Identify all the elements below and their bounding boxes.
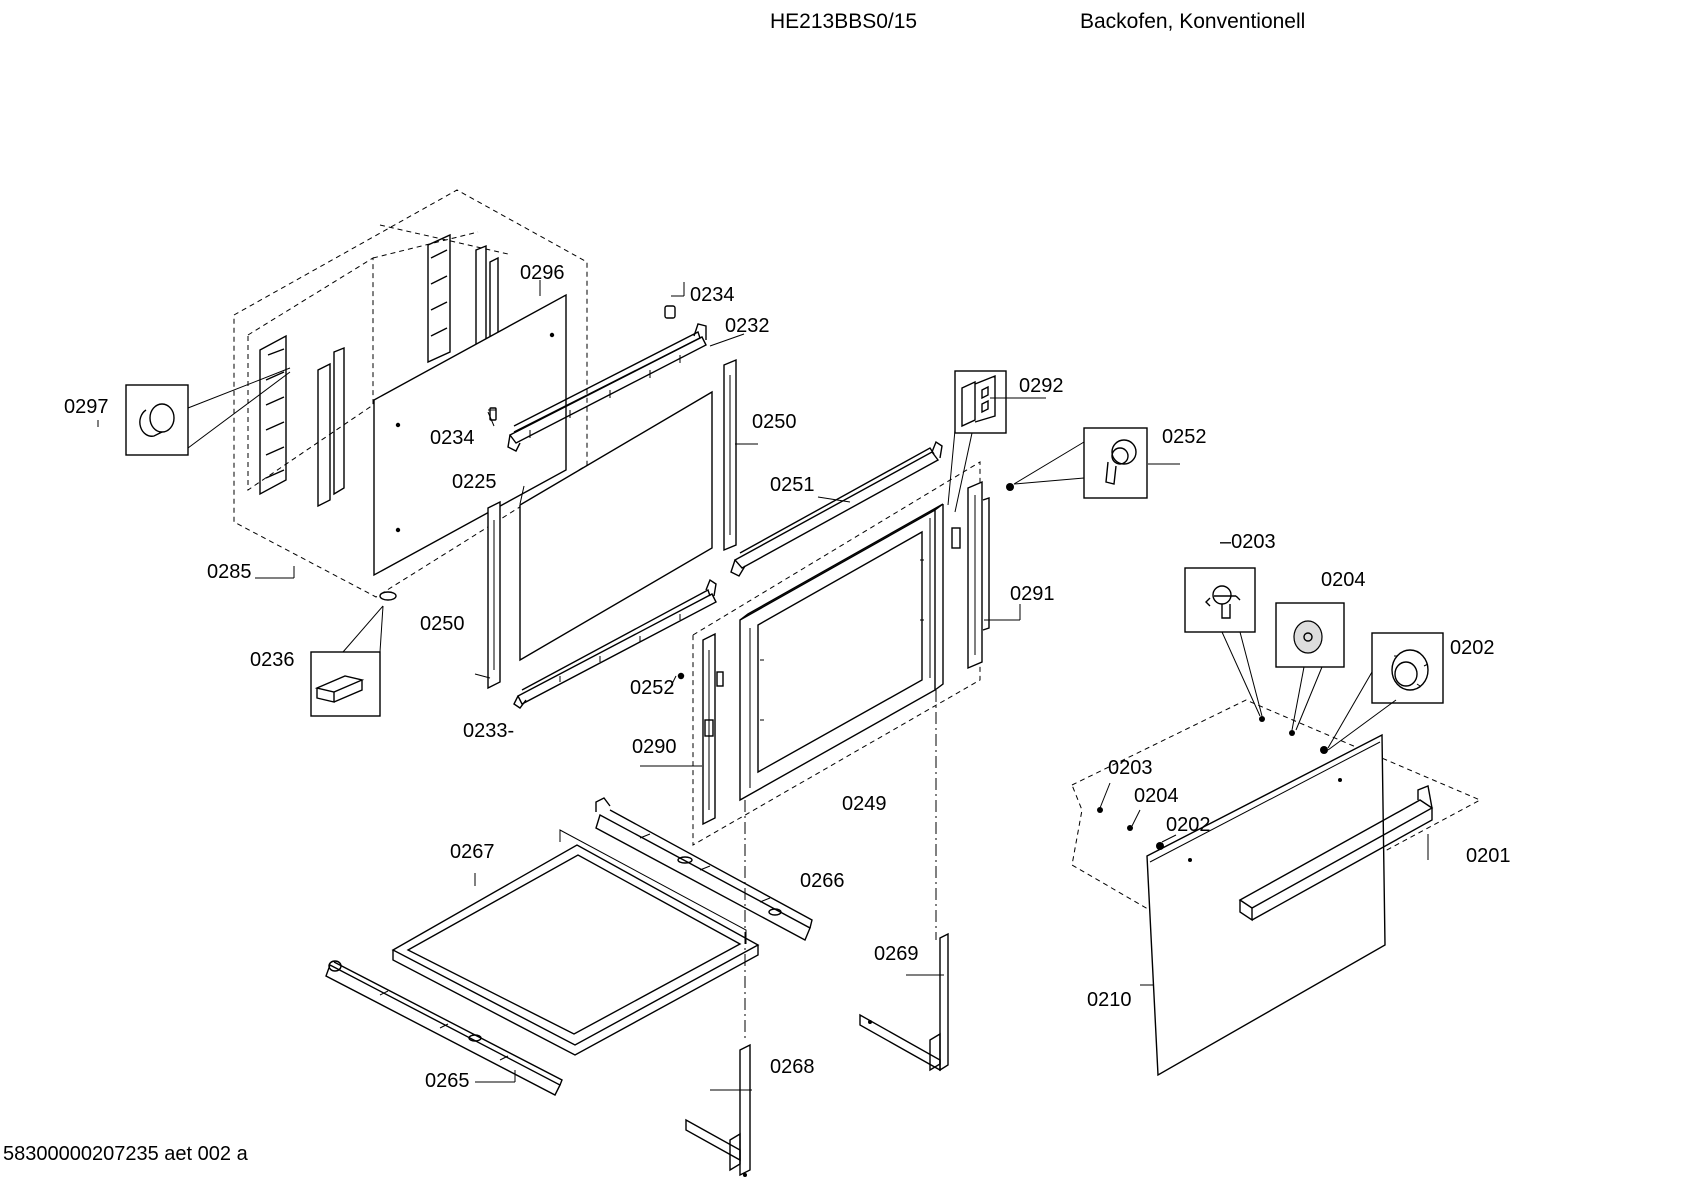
label-0267: 0267 [450, 841, 495, 863]
model-number: HE213BBS0/15 [770, 10, 918, 33]
part-0269-bracket [859, 932, 949, 1072]
label-0204: 0204 [1134, 785, 1179, 807]
leader-lines [255, 280, 1177, 1091]
label-0252: 0252 [1162, 426, 1207, 448]
part-0202-inset [1327, 632, 1444, 751]
label-0290: 0290 [632, 736, 677, 758]
label-0202: 0202 [1166, 814, 1211, 836]
part-0266-rail [595, 797, 813, 941]
part-0232-rail [489, 305, 707, 452]
label-0285: 0285 [207, 561, 252, 583]
appliance-description: Backofen, Konventionell [1080, 10, 1306, 33]
label-0233: 0233- [463, 720, 514, 742]
document-id: 58300000207235 aet 002 a [3, 1143, 248, 1165]
label-0249: 0249 [842, 793, 887, 815]
label-0203: –0203 [1220, 531, 1276, 553]
label-0234: 0234 [430, 427, 475, 449]
label-0252: 0252 [630, 677, 675, 699]
part-0291-post [951, 480, 990, 670]
label-0268: 0268 [770, 1056, 815, 1078]
part-0250-profiles [487, 358, 737, 690]
label-0269: 0269 [874, 943, 919, 965]
frame-group-0249 [692, 440, 981, 846]
part-0292-inset [947, 370, 1007, 513]
part-0252-inset [677, 427, 1180, 680]
part-0297-inset [97, 367, 291, 456]
part-0268-bracket [685, 1043, 751, 1177]
part-0204-inset [1275, 602, 1345, 731]
label-0236: 0236 [250, 649, 295, 671]
side-panel-group-0285 [233, 189, 588, 601]
label-0251: 0251 [770, 474, 815, 496]
part-0225-glass [519, 390, 713, 662]
label-0250: 0250 [420, 613, 465, 635]
label-0204: 0204 [1321, 569, 1366, 591]
label-0292: 0292 [1019, 375, 1064, 397]
part-0267-tray [391, 829, 760, 1056]
label-0201: 0201 [1466, 845, 1511, 867]
label-0232: 0232 [725, 315, 770, 337]
label-0296: 0296 [520, 262, 565, 284]
label-0265: 0265 [425, 1070, 470, 1092]
label-0297: 0297 [64, 396, 109, 418]
label-0234: 0234 [690, 284, 735, 306]
label-0202: 0202 [1450, 637, 1495, 659]
part-0265-rail [325, 960, 563, 1096]
door-assembly-0201 [1071, 699, 1482, 1077]
label-0203: 0203 [1108, 757, 1153, 779]
label-0291: 0291 [1010, 583, 1055, 605]
label-0225: 0225 [452, 471, 497, 493]
part-0236-inset [310, 605, 384, 717]
part-0203-inset [1184, 567, 1263, 717]
label-0266: 0266 [800, 870, 845, 892]
part-0233-rail [513, 578, 717, 709]
label-0210: 0210 [1087, 989, 1132, 1011]
label-0250: 0250 [752, 411, 797, 433]
